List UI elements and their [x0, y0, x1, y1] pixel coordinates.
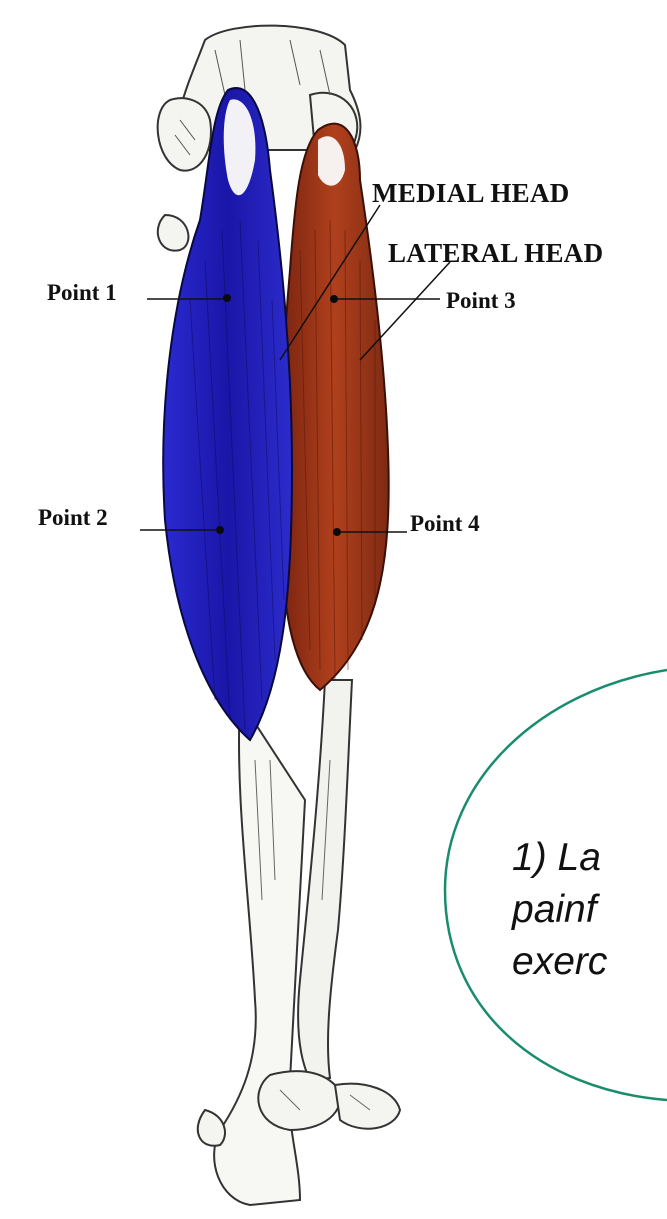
point4-label: Point 4	[410, 511, 480, 537]
medial-head-muscle	[163, 88, 292, 740]
point3-label: Point 3	[446, 288, 516, 314]
note-line-2: painf	[512, 884, 607, 936]
point2-label: Point 2	[38, 505, 108, 531]
fibula-bone	[298, 680, 352, 1080]
note-line-1: 1) La	[512, 832, 607, 884]
note-text: 1) La painf exerc	[512, 832, 607, 988]
lateral-head-label: LATERAL HEAD	[388, 238, 603, 269]
point2-marker	[216, 526, 224, 534]
note-line-3: exerc	[512, 936, 607, 988]
point3-marker	[330, 295, 338, 303]
point1-label: Point 1	[47, 280, 117, 306]
point4-marker	[333, 528, 341, 536]
point1-marker	[223, 294, 231, 302]
medial-head-label: MEDIAL HEAD	[372, 178, 570, 209]
